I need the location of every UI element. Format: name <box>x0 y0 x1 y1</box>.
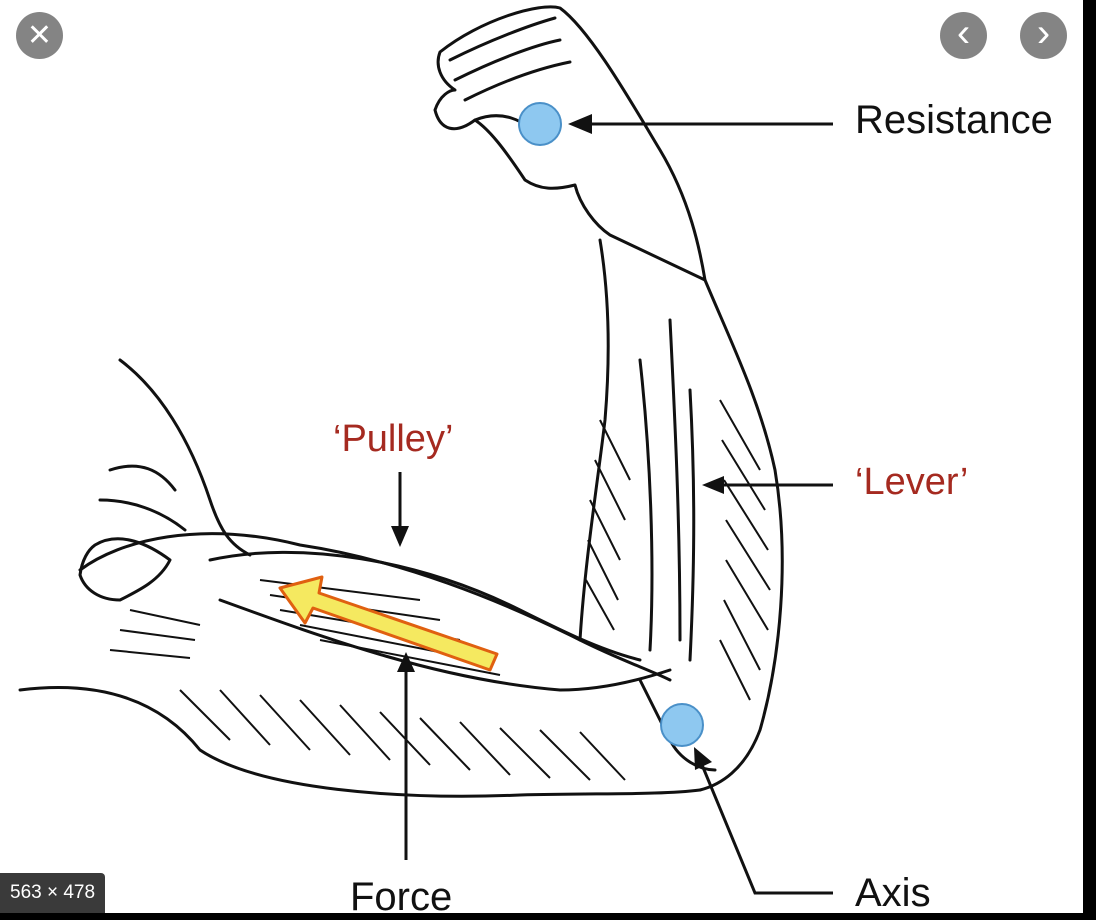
shoulder-bone <box>78 537 172 602</box>
forearm-outline-left <box>578 238 610 642</box>
forearm-outline-right <box>698 278 784 792</box>
forearm-line-3 <box>638 358 654 652</box>
pulley-label: ‘Pulley’ <box>333 418 454 460</box>
shoulder-line-3 <box>98 498 187 532</box>
finger-line-1 <box>448 16 557 62</box>
chevron-left-icon: ‹ <box>956 11 971 55</box>
biceps-lower <box>218 598 672 692</box>
upper-arm-bottom <box>18 686 702 798</box>
force-label: Force <box>350 875 453 913</box>
axis-leader <box>698 759 833 895</box>
pulley-arrowhead <box>391 526 409 547</box>
biceps-outline <box>208 550 642 662</box>
resistance-point <box>518 102 562 146</box>
viewer-right-border <box>1083 0 1096 920</box>
resistance-arrowhead <box>568 114 592 134</box>
fist-outline <box>433 5 707 282</box>
close-button[interactable]: ✕ <box>16 12 63 59</box>
finger-line-3 <box>463 60 572 102</box>
force-arrowhead <box>397 652 415 672</box>
viewer-bottom-border <box>0 913 1096 920</box>
finger-line-2 <box>453 38 562 82</box>
resistance-label: Resistance <box>855 98 1053 142</box>
axis-arrowhead <box>694 747 712 770</box>
shoulder-line-2 <box>108 464 177 492</box>
lever-label: ‘Lever’ <box>855 461 969 503</box>
axis-label: Axis <box>855 871 931 913</box>
force-direction-arrow <box>278 575 499 672</box>
forearm-line-1 <box>668 318 682 642</box>
image-size-badge: 563 × 478 <box>0 873 106 913</box>
axis-point <box>660 703 704 747</box>
shoulder-line-1 <box>118 358 252 557</box>
lever-arrowhead <box>702 476 724 494</box>
close-icon: ✕ <box>26 19 53 52</box>
previous-image-button[interactable]: ‹ <box>940 11 987 59</box>
next-image-button[interactable]: › <box>1020 11 1067 59</box>
forearm-line-2 <box>688 388 696 662</box>
chevron-right-icon: › <box>1036 11 1051 55</box>
